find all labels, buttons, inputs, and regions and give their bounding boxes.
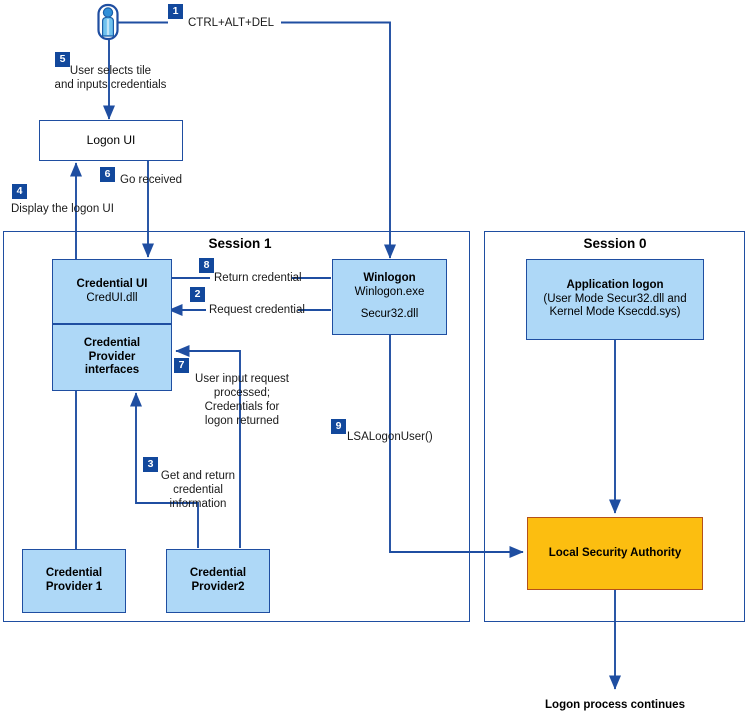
winlogon-node[interactable]: Winlogon Winlogon.exe Secur32.dll [332, 259, 447, 335]
user-person-icon [97, 3, 119, 41]
step-label-3-line3: information [169, 498, 227, 511]
credential-provider-2-node[interactable]: Credential Provider2 [166, 549, 270, 613]
footer-note: Logon process continues [545, 699, 685, 711]
step-label-8: Return credential [214, 272, 302, 284]
credential-ui-node[interactable]: Credential UI CredUI.dll [52, 259, 172, 324]
step-label-3: Get and return credential information [135, 469, 261, 511]
step-badge-4: 4 [12, 184, 27, 199]
credential-provider-1-node[interactable]: Credential Provider 1 [22, 549, 126, 613]
local-security-authority-node[interactable]: Local Security Authority [527, 517, 703, 590]
step-badge-6: 6 [100, 167, 115, 182]
step-badge-8: 8 [199, 258, 214, 273]
cp-interfaces-line1: Credential [83, 337, 141, 350]
application-logon-subtitle: (User Mode Secur32.dll and [543, 292, 687, 305]
winlogon-subtitle: Winlogon.exe [354, 285, 425, 298]
session-0-container [484, 231, 745, 622]
credential-ui-title: Credential UI [76, 277, 148, 290]
lsa-title: Local Security Authority [548, 546, 682, 559]
step-badge-5: 5 [55, 52, 70, 67]
step-label-5-line1: User selects tile [69, 65, 152, 77]
step-label-7-line2: processed; [213, 387, 271, 400]
conn-winlogon-to-lsa [389, 334, 524, 559]
step-label-5-line2: and inputs credentials [54, 79, 167, 92]
application-logon-node[interactable]: Application logon (User Mode Secur32.dll… [526, 259, 704, 340]
step-badge-2: 2 [190, 287, 205, 302]
winlogon-title: Winlogon [363, 272, 416, 285]
session-1-title: Session 1 [208, 236, 272, 251]
step-label-2: Request credential [209, 304, 305, 316]
step-label-9: LSALogonUser() [347, 431, 433, 443]
credential-ui-subtitle: CredUI.dll [86, 291, 138, 304]
cp-interfaces-line3: interfaces [84, 364, 140, 377]
conn-cpinterfaces-to-cp2 [129, 392, 199, 548]
session-0-title: Session 0 [583, 236, 647, 251]
step-label-3-line2: credential [173, 484, 223, 497]
step-label-4: Display the logon UI [11, 203, 114, 215]
cp1-line1: Credential [45, 567, 103, 580]
logon-ui-label: Logon UI [86, 133, 136, 148]
conn-cp2-to-cpinterfaces [175, 344, 241, 548]
step-label-1: CTRL+ALT+DEL [188, 17, 275, 29]
cp2-line1: Credential [189, 567, 247, 580]
credential-provider-interfaces-node[interactable]: Credential Provider interfaces [52, 324, 172, 391]
cp2-line2: Provider2 [191, 581, 245, 593]
step-label-7-line3: Credentials for [204, 401, 280, 414]
step-badge-3: 3 [143, 457, 158, 472]
step-label-6: Go received [120, 174, 183, 186]
application-logon-extra: Kernel Mode Ksecdd.sys) [549, 306, 681, 319]
step-label-7: User input request processed; Credential… [178, 372, 306, 428]
session-1-container [3, 231, 470, 622]
conn-ctrlaltdel-to-winlogon [281, 21, 397, 259]
step-label-7-line1: User input request [195, 373, 289, 385]
application-logon-title: Application logon [566, 279, 664, 292]
step-label-3-line1: Get and return [160, 470, 236, 482]
step-badge-1: 1 [168, 4, 183, 19]
step-label-7-line4: logon returned [204, 415, 280, 428]
step-label-5: User selects tile and inputs credentials [38, 64, 183, 92]
step-badge-9: 9 [331, 419, 346, 434]
cp-interfaces-line2: Provider [88, 350, 136, 363]
winlogon-extra: Secur32.dll [360, 308, 419, 321]
cp1-line2: Provider 1 [45, 581, 103, 593]
step-badge-7: 7 [174, 358, 189, 373]
logon-ui-node[interactable]: Logon UI [39, 120, 183, 161]
